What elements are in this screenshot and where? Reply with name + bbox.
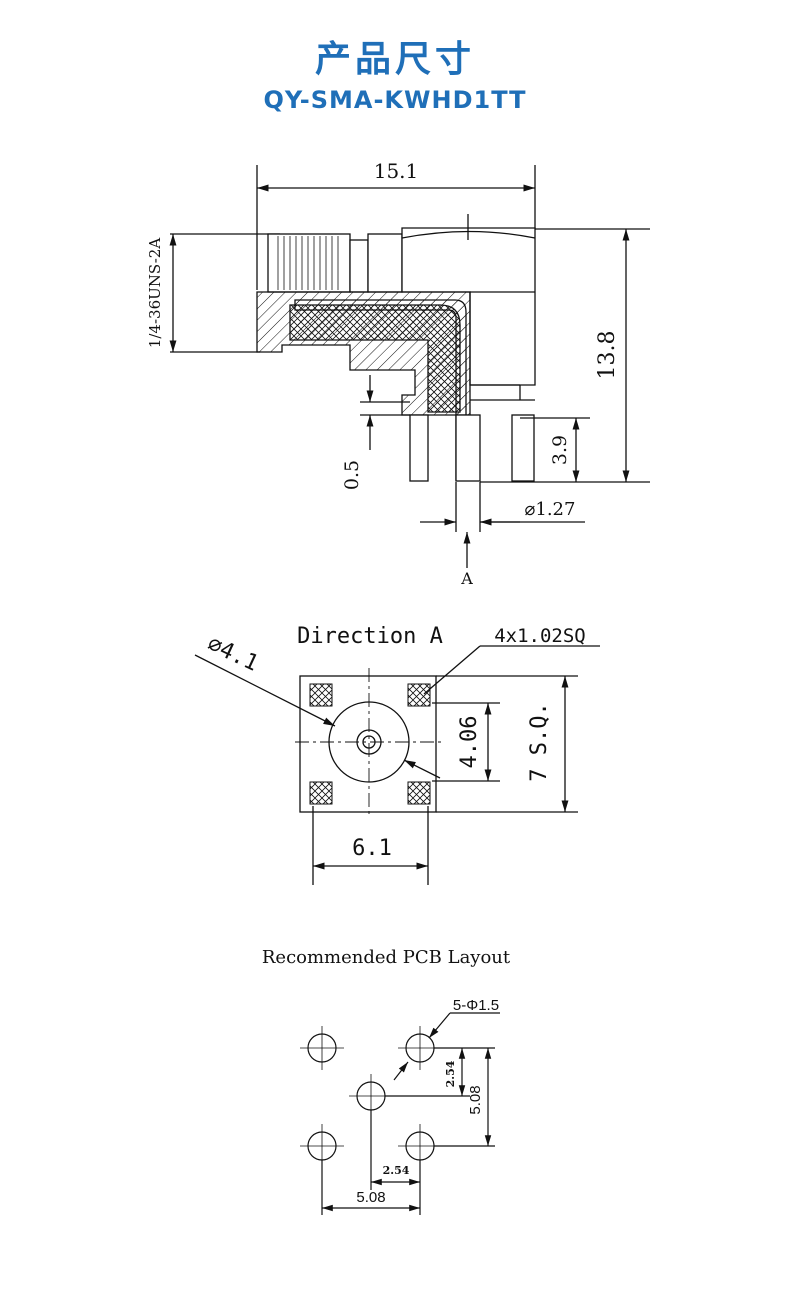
model-number: QY-SMA-KWHD1TT [263, 86, 527, 114]
pin-height-dim-label: 3.9 [549, 435, 571, 465]
span-h-label: 5.08 [356, 1189, 385, 1206]
pitch-v-label: 2.54 [444, 1060, 457, 1087]
thread-spec-label: 1/4-36UNS-2A [146, 238, 164, 348]
pin-spec-label: 4x1.02SQ [494, 625, 586, 647]
inner-dim-label: 4.06 [457, 716, 482, 769]
direction-a-view [194, 645, 600, 885]
span-v-label: 5.08 [467, 1085, 484, 1114]
dia-dim-label: ⌀4.1 [203, 632, 262, 677]
pcb-layout [300, 1012, 500, 1215]
square-dim-label: 7 S.Q. [527, 702, 552, 781]
pitch-h-label: 2.54 [383, 1164, 410, 1177]
side-view [169, 165, 650, 568]
holes-spec-label: 5-Φ1.5 [453, 997, 499, 1014]
height-dim-label: 13.8 [595, 331, 620, 380]
width-6-1-label: 6.1 [352, 836, 392, 861]
view-arrow-label: A [460, 569, 473, 588]
pcb-heading: Recommended PCB Layout [262, 947, 511, 968]
width-dim-label: 15.1 [374, 159, 419, 183]
direction-a-heading: Direction A [297, 624, 443, 649]
pin-dia-dim-label: ⌀1.27 [525, 499, 576, 520]
page-title: 产品尺寸 [314, 39, 475, 80]
gap-dim-label: 0.5 [341, 460, 363, 490]
